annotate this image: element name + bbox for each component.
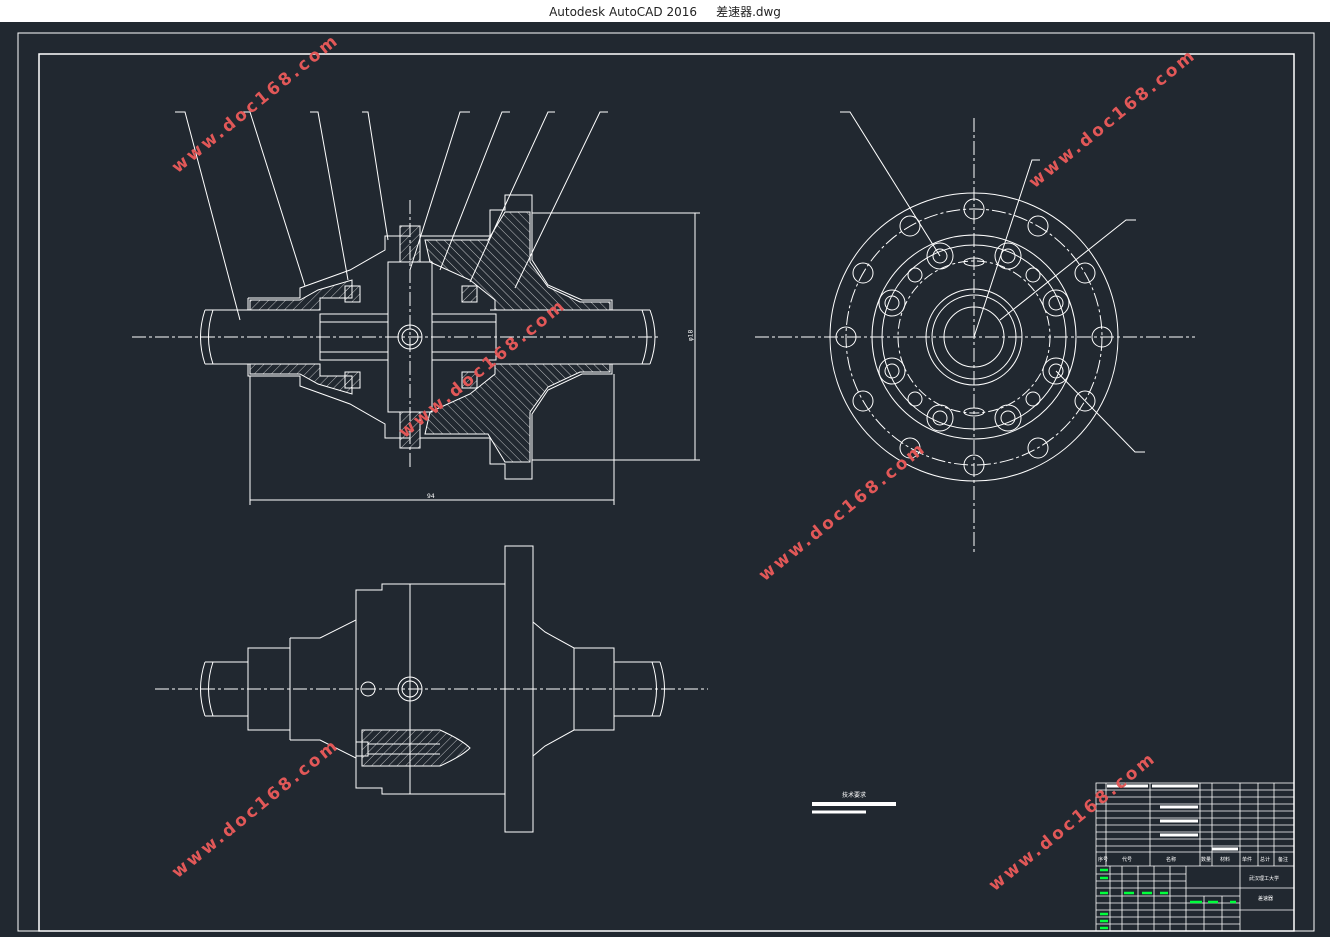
- end-view: [755, 111, 1195, 555]
- tb-school: 武汉理工大学: [1249, 876, 1280, 882]
- tb-header-qty: 数量: [1201, 857, 1212, 863]
- sheet-inner-border: [38, 53, 1295, 932]
- section-view: [132, 111, 700, 505]
- tech-note-title: 技术要求: [842, 792, 867, 799]
- tb-header-index: 序号: [1098, 857, 1109, 863]
- drawing-canvas[interactable]: 94 φ18 技术要求 序号 代号 名称 数量 材料 单件 总计 备注 武汉理工…: [0, 22, 1330, 937]
- tb-header-name: 名称: [1166, 857, 1177, 863]
- bolt-heads: [878, 242, 1070, 432]
- flange-holes: [835, 198, 1113, 476]
- outer-view: [155, 545, 708, 833]
- dimension-width: 94: [427, 493, 435, 500]
- title-block-grid: [1095, 782, 1295, 932]
- title-bar: Autodesk AutoCAD 2016 差速器.dwg: [0, 0, 1330, 22]
- tb-header-unit: 单件: [1242, 857, 1253, 863]
- tb-header-remark: 备注: [1278, 857, 1289, 863]
- title-block-green-marks: [1100, 868, 1236, 930]
- tb-header-total: 总计: [1260, 857, 1271, 863]
- dimension-height: φ18: [687, 329, 695, 342]
- tb-header-code: 代号: [1122, 857, 1133, 863]
- window-title: Autodesk AutoCAD 2016 差速器.dwg: [549, 5, 781, 19]
- tb-drawing-name: 差速器: [1258, 896, 1274, 902]
- tb-header-material: 材料: [1220, 857, 1231, 863]
- cad-drawing: [17, 32, 1315, 932]
